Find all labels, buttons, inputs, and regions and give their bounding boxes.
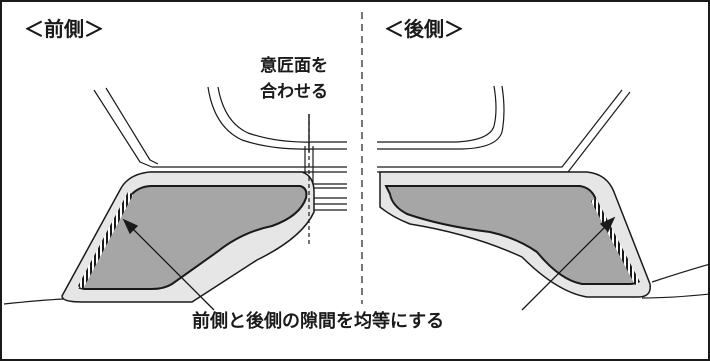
align-note-line2: 合わせる	[260, 82, 328, 102]
front-gap-arrowhead	[122, 218, 139, 235]
rear-gap-arrowhead	[599, 216, 616, 233]
front-lower-line	[3, 298, 65, 305]
front-gap-strip	[78, 192, 133, 289]
align-design-surface-note: 意匠面を 合わせる	[234, 53, 354, 105]
rear-side-part	[377, 85, 631, 173]
front-bumper-panel	[78, 185, 308, 290]
equal-gap-note: 前側と後側の隙間を均等にする	[192, 311, 445, 332]
rear-side-label: ＜後側＞	[384, 17, 464, 41]
front-side-label: ＜前側＞	[24, 17, 104, 41]
leader-arrows	[122, 216, 616, 311]
rear-lower-line	[641, 293, 708, 299]
align-note-line1: 意匠面を	[260, 56, 328, 76]
rear-gap-strip	[591, 198, 640, 285]
rear-gap-arrow	[521, 223, 609, 311]
front-gap-arrow	[129, 225, 215, 311]
